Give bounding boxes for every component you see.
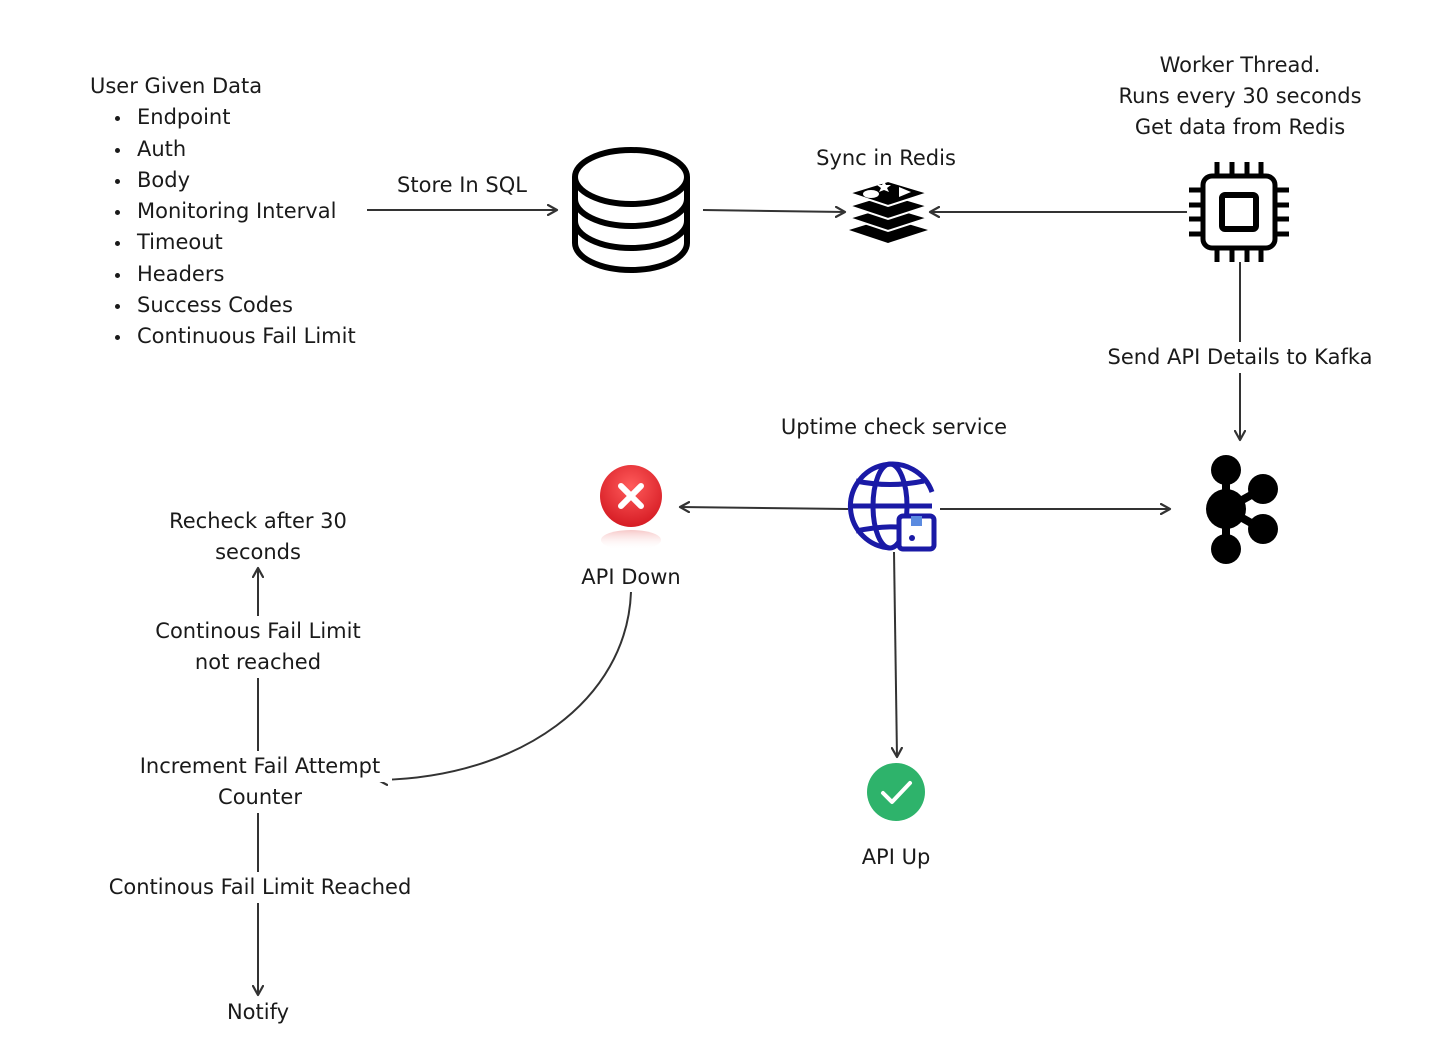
fail-limit-not-reached-line2: not reached [183, 647, 333, 678]
kafka-icon [1206, 455, 1278, 564]
recheck-label-line1: Recheck after 30 [169, 509, 347, 533]
globe-lock-icon [847, 461, 937, 552]
increment-counter-line1: Increment Fail Attempt [128, 751, 392, 782]
arrow-sql-to-redis [702, 210, 845, 212]
list-item: Headers [90, 259, 356, 290]
list-item: Monitoring Interval [90, 196, 356, 227]
recheck-label-line2: seconds [215, 540, 301, 564]
arrow-down-to-increment [378, 591, 632, 780]
worker-title-label: Worker Thread. [1159, 53, 1321, 77]
user-data-list: User Given Data Endpoint Auth Body Monit… [90, 71, 356, 353]
list-item: Success Codes [90, 290, 356, 321]
sync-redis-label: Sync in Redis [816, 146, 956, 170]
api-up-label: API Up [861, 845, 931, 869]
redis-icon [845, 179, 932, 243]
check-circle-icon [867, 763, 925, 821]
list-item: Continuous Fail Limit [90, 321, 356, 352]
fail-limit-reached-label: Continous Fail Limit Reached [98, 872, 422, 903]
worker-source-label: Get data from Redis [1134, 115, 1346, 139]
arrow-uptime-to-up [894, 551, 897, 757]
database-icon [572, 147, 690, 273]
user-data-title: User Given Data [90, 74, 263, 98]
list-item: Auth [90, 134, 356, 165]
notify-label: Notify [226, 1000, 290, 1024]
list-item: Timeout [90, 227, 356, 258]
user-data-items: Endpoint Auth Body Monitoring Interval T… [90, 102, 356, 352]
error-x-icon [600, 465, 662, 550]
list-item: Body [90, 165, 356, 196]
arrow-uptime-to-down [680, 507, 849, 509]
api-down-label: API Down [581, 565, 681, 589]
store-sql-label: Store In SQL [397, 173, 527, 197]
increment-counter-line2: Counter [193, 782, 327, 813]
send-kafka-label: Send API Details to Kafka [1095, 342, 1385, 373]
uptime-service-label: Uptime check service [780, 415, 1008, 439]
fail-limit-not-reached-line1: Continous Fail Limit [143, 616, 373, 647]
worker-schedule-label: Runs every 30 seconds [1118, 84, 1362, 108]
cpu-chip-icon [1189, 162, 1289, 262]
list-item: Endpoint [90, 102, 356, 133]
